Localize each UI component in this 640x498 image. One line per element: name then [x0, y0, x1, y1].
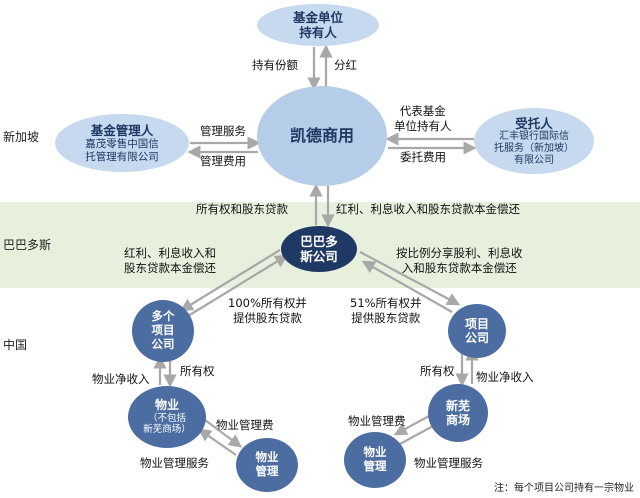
kaide-label: 凯德商用: [289, 126, 354, 146]
project-co-label: 项目 公司: [464, 316, 489, 345]
node-property-left: 物业 （不包括 新芜商场）: [128, 386, 206, 448]
property-mgmt-left-label: 物业 管理: [255, 450, 279, 478]
footnote: 注：每个项目公司持有一宗物业: [494, 483, 634, 494]
node-multi-project-companies: 多个 项目 公司: [132, 300, 194, 362]
arrow-right-return: [359, 251, 461, 306]
label-left-pm-fee: 物业管理费: [216, 418, 274, 432]
unitholders-label: 基金单位 持有人: [292, 10, 343, 40]
manager-title: 基金管理人: [90, 122, 154, 138]
label-dividend: 分红: [334, 58, 357, 72]
xinwu-label: 新芜 商场: [445, 398, 470, 427]
arrow-left-pm-fee: [204, 419, 243, 448]
region-barbados: 巴巴多斯: [3, 238, 52, 252]
label-right-pm-fee: 物业管理费: [348, 414, 406, 428]
arrow-left-pm-service: [197, 428, 237, 456]
label-on-behalf: 代表基金 单位持有人: [394, 104, 452, 133]
manager-sub: 嘉茂零售中国信 托管理有限公司: [85, 137, 159, 163]
node-barbados-company: 巴巴多 斯公司: [281, 226, 357, 272]
label-holding-units: 持有份额: [252, 58, 298, 72]
node-xinwu-mall: 新芜 商场: [428, 384, 488, 442]
property-title: 物业: [154, 398, 179, 413]
arrow-own-51: [361, 260, 453, 313]
label-left-return: 红利、利息收入和 股东贷款本金偿还: [124, 246, 216, 275]
label-ownership-loan: 所有权和股东贷款: [196, 202, 288, 216]
label-left-net-income: 物业净收入: [92, 372, 150, 386]
arrow-own-100: [187, 254, 289, 317]
arrow-left-return: [179, 249, 281, 312]
node-kaide: 凯德商用: [257, 86, 387, 186]
label-trustee-fee: 委托费用: [400, 150, 446, 164]
label-right-ownership: 所有权: [420, 364, 455, 378]
node-unitholders: 基金单位 持有人: [257, 4, 379, 46]
node-property-management-left: 物业 管理: [236, 438, 298, 492]
node-trustee: 受托人 汇丰银行国际信 托服务（新加坡） 有限公司: [474, 108, 594, 174]
label-own-51: 51%所有权并 提供股东贷款: [350, 296, 422, 325]
label-own-100: 100%所有权并 提供股东贷款: [228, 296, 307, 325]
barbados-co-label: 巴巴多 斯公司: [300, 234, 338, 264]
node-fund-manager: 基金管理人 嘉茂零售中国信 托管理有限公司: [55, 114, 189, 172]
node-property-management-right: 物业 管理: [344, 432, 406, 488]
multi-project-label: 多个 项目 公司: [151, 309, 175, 351]
label-dividend-interest: 红利、利息收入和股东贷款本金偿还: [336, 202, 520, 216]
label-mgmt-service: 管理服务: [200, 124, 246, 138]
label-left-pm-service: 物业管理服务: [140, 456, 209, 470]
trustee-title: 受托人: [515, 115, 553, 131]
property-mgmt-right-label: 物业 管理: [363, 445, 387, 473]
node-project-company: 项目 公司: [448, 304, 506, 358]
property-sub: （不包括 新芜商场）: [143, 412, 191, 436]
trustee-sub: 汇丰银行国际信 托服务（新加坡） 有限公司: [494, 130, 574, 166]
region-singapore: 新加坡: [3, 130, 40, 144]
label-left-ownership: 所有权: [180, 364, 215, 378]
label-right-return: 按比例分享股利、利息收 入和股东贷款本金偿还: [396, 246, 523, 275]
region-china: 中国: [3, 338, 28, 352]
label-right-pm-service: 物业管理服务: [414, 456, 483, 470]
label-mgmt-fee: 管理费用: [200, 154, 246, 168]
label-right-net-income: 物业净收入: [476, 370, 534, 384]
